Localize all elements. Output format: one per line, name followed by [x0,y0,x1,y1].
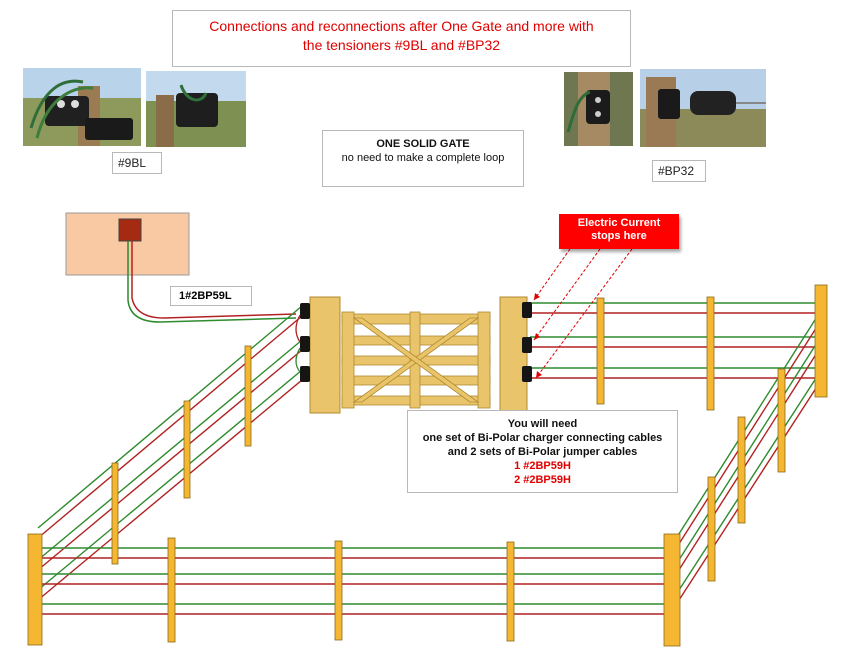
photo-9bl-a [23,68,141,146]
charger-cable-green [127,241,297,323]
photo-9bl-b [146,71,246,147]
gate-note-box: ONE SOLID GATE no need to make a complet… [322,130,524,187]
back-right-wires [530,302,822,379]
post-corner-back-right [814,284,828,398]
charger-unit [118,218,142,242]
current-stop-line-1: Electric Current [577,217,661,229]
post-right-front [707,476,716,582]
title-line-2: the tensioners #9BL and #BP32 [302,37,501,53]
gate-insulators [300,302,532,382]
current-stop-arrows [533,248,633,379]
requirements-item-1: 1 #2BP59H [514,460,571,472]
requirements-item-2: 2 #2BP59H [514,474,571,486]
requirements-box: You will need one set of Bi-Polar charge… [407,410,678,493]
gate-note-title: ONE SOLID GATE [376,138,470,150]
post-front-3 [506,541,515,642]
gate-post-left [309,296,341,414]
post-corner-front-left [27,533,43,646]
requirements-line-3: and 2 sets of Bi-Polar jumper cables [447,446,638,458]
charger-cable-red [131,241,297,319]
front-wires [38,547,672,615]
requirements-line-1: You will need [507,418,578,430]
post-left-front [111,462,119,565]
left-side-wires [37,305,303,601]
post-left-mid [183,400,191,499]
post-front-1 [167,537,176,643]
post-back-1 [596,297,605,405]
gate [295,296,532,414]
current-stop-line-2: stops here [591,230,647,242]
fence-posts [27,284,828,647]
title-box: Connections and reconnections after One … [172,10,631,67]
charger-cable-label: 1#2BP59L [170,286,252,306]
post-left-back [244,345,252,447]
post-right-back [777,368,786,473]
current-stop-alert: Electric Current stops here [559,214,679,249]
post-back-2 [706,296,715,411]
title-line-1: Connections and reconnections after One … [209,18,594,34]
post-front-2 [334,540,343,641]
gate-leaf [341,311,491,409]
current-stop-arrowheads [534,293,542,378]
caption-9bl: #9BL [112,152,162,174]
post-right-mid [737,416,746,524]
photo-bp32-b [640,69,766,147]
caption-bp32: #BP32 [652,160,706,182]
post-corner-front-right [663,533,681,647]
photo-bp32-a [564,72,633,146]
requirements-line-2: one set of Bi-Polar charger connecting c… [422,432,663,444]
gate-note-subtitle: no need to make a complete loop [341,152,505,164]
